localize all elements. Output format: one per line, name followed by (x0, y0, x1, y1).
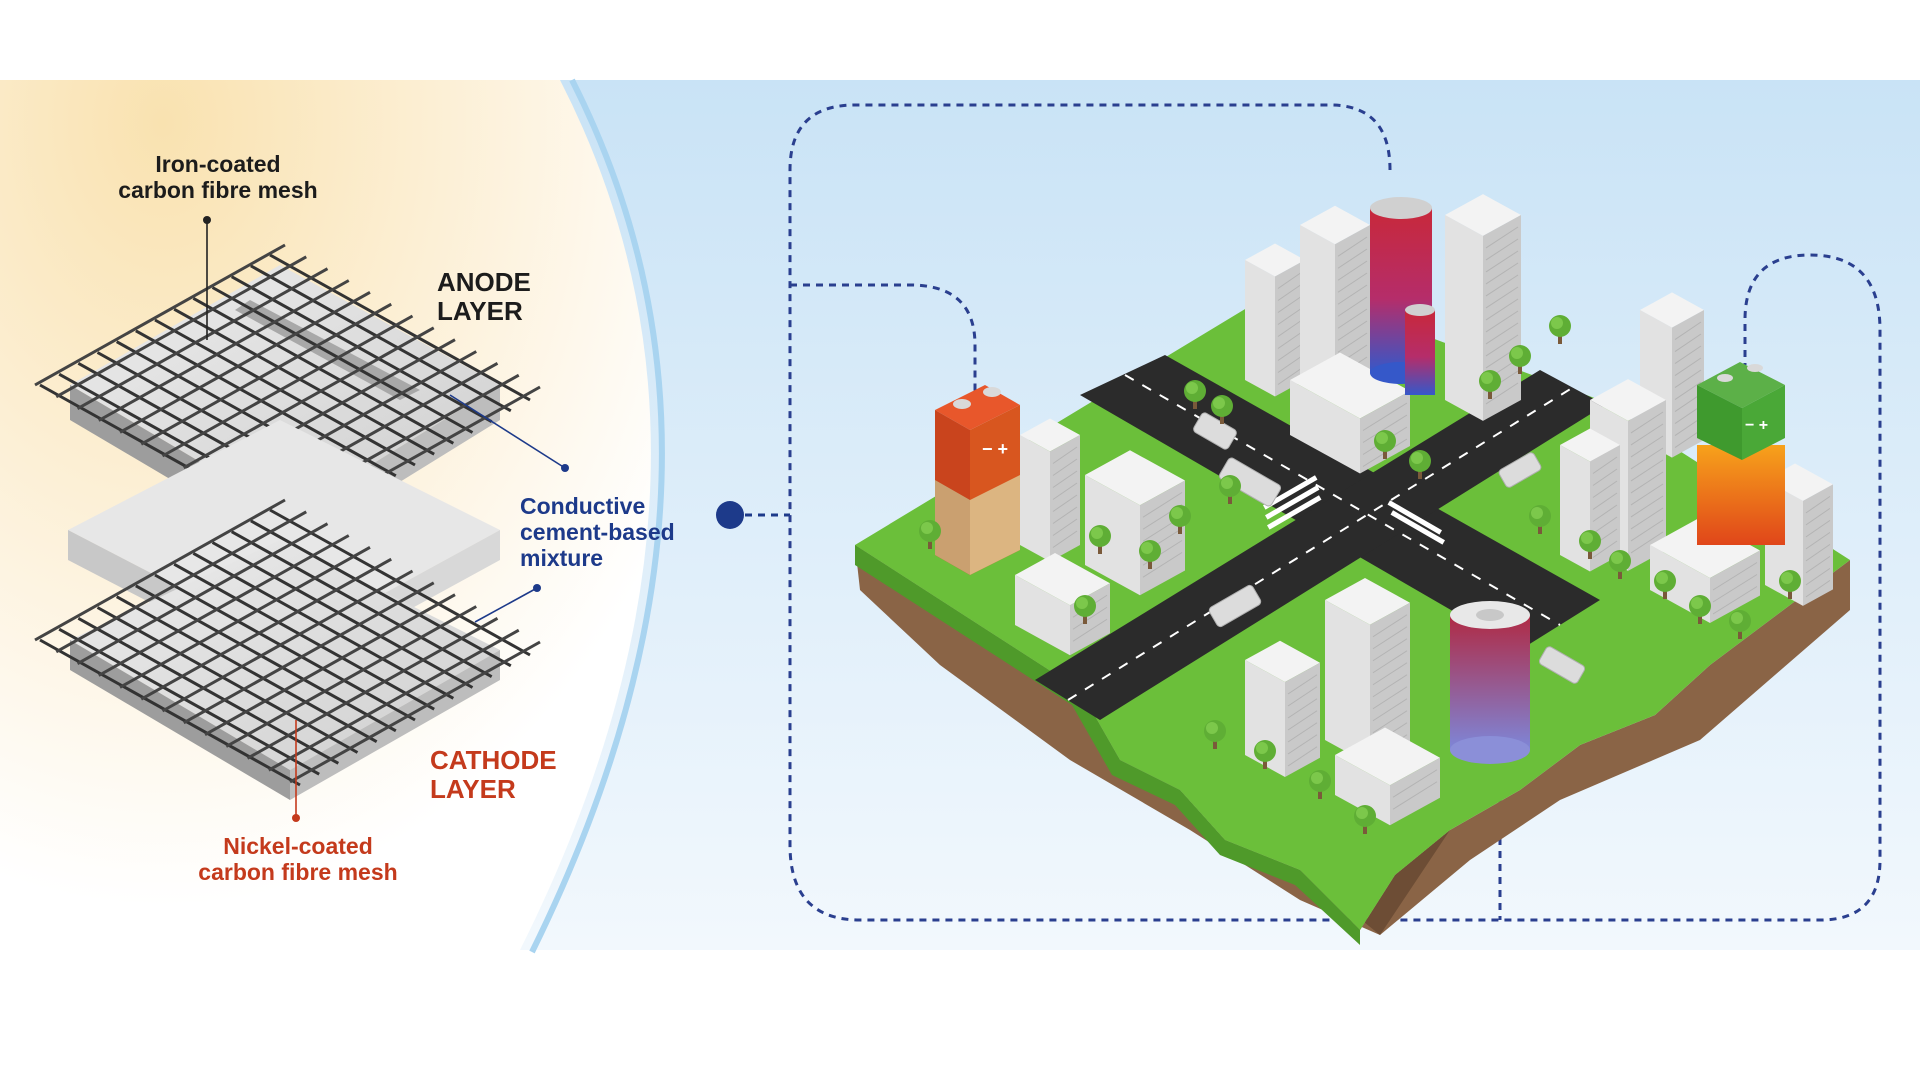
tree (1211, 395, 1233, 424)
iron-leader-dot (203, 216, 211, 224)
building (1445, 194, 1521, 421)
cathode-layer (70, 540, 500, 800)
tree (1779, 570, 1801, 599)
tree (1204, 720, 1226, 749)
battery-left: − + (935, 385, 1020, 575)
tree (1529, 505, 1551, 534)
trees (919, 315, 1801, 834)
cement-leader-dot-top (561, 464, 569, 472)
tree (1139, 540, 1161, 569)
building (1245, 243, 1305, 397)
tree (1169, 505, 1191, 534)
cathode-mesh (34, 498, 541, 787)
island-grass-edge (855, 545, 1360, 945)
tree (1579, 530, 1601, 559)
cement-leader-bottom (474, 587, 538, 623)
tree (919, 520, 941, 549)
battery-right-icon: − + (1745, 417, 1768, 434)
building (1020, 418, 1080, 562)
tree (1729, 610, 1751, 639)
island-soil (855, 545, 1850, 935)
battery-left-icon: − + (982, 439, 1008, 459)
crosswalk (1263, 475, 1445, 545)
building (1300, 205, 1370, 395)
tree (1609, 550, 1631, 579)
tree (1509, 345, 1531, 374)
cement-leader-dot-bottom (533, 584, 541, 592)
tree (1309, 770, 1331, 799)
building (1335, 727, 1440, 826)
island-soil-shade (1300, 830, 1450, 935)
building (1640, 292, 1704, 458)
connector-node (716, 501, 744, 529)
vehicles (1193, 412, 1586, 684)
road-markings (1067, 374, 1573, 701)
tree (1654, 570, 1676, 599)
tree (1254, 740, 1276, 769)
panel-arc (529, 78, 665, 954)
tree (1374, 430, 1396, 459)
tower-red-blue (1370, 197, 1435, 395)
tree (1074, 595, 1096, 624)
tree (1479, 370, 1501, 399)
tree (1689, 595, 1711, 624)
building (1015, 553, 1110, 656)
building (1560, 428, 1620, 572)
tree (1089, 525, 1111, 554)
tree (1549, 315, 1571, 344)
building (1650, 517, 1760, 623)
tower-pink (1450, 601, 1530, 764)
cement-leader-top (449, 394, 566, 469)
tree (1354, 805, 1376, 834)
tree (1219, 475, 1241, 504)
nickel-leader-dot (292, 814, 300, 822)
building (1325, 578, 1410, 765)
battery-right: − + (1697, 362, 1785, 545)
tree (1409, 450, 1431, 479)
tree (1184, 380, 1206, 409)
